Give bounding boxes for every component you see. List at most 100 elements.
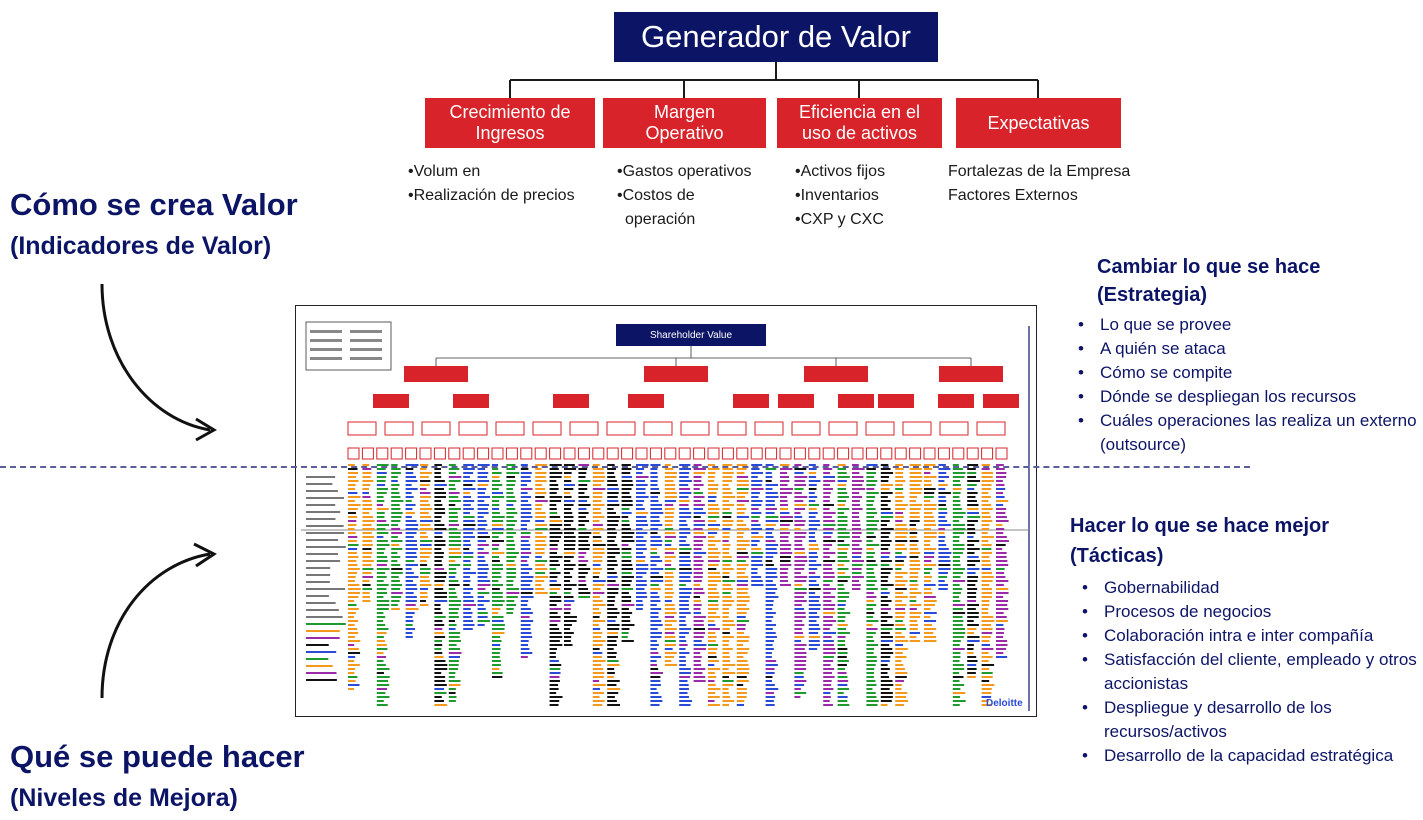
thumb-text-line — [909, 488, 923, 490]
thumb-text-line — [592, 544, 606, 546]
thumb-text-line — [765, 704, 775, 706]
thumb-text-line — [909, 608, 917, 610]
thumb-text-line — [592, 704, 603, 706]
thumb-text-line — [448, 660, 459, 662]
thumb-text-line — [837, 472, 847, 474]
thumb-text-line — [823, 696, 831, 698]
thumb-text-line — [679, 612, 691, 614]
thumb-text-line — [664, 536, 676, 538]
thumb-text-line — [650, 604, 657, 606]
thumb-text-line — [376, 572, 386, 574]
thumb-text-line — [535, 464, 547, 466]
thumb-side-line — [306, 616, 343, 618]
thumb-text-line — [549, 472, 563, 474]
thumb-text-line — [880, 692, 893, 694]
thumb-text-line — [981, 532, 988, 534]
heading-what-can-be-done: Qué se puede hacer — [10, 739, 305, 774]
thumb-text-line — [823, 580, 833, 582]
thumb-text-line — [492, 556, 500, 558]
thumb-text-line — [376, 696, 390, 698]
thumb-text-line — [506, 556, 517, 558]
thumb-text-line — [909, 472, 922, 474]
arrow-icon — [100, 283, 217, 442]
thumb-text-line — [564, 496, 572, 498]
driver-list-expectations: Fortalezas de la Empresa Factores Extern… — [948, 160, 1130, 208]
thumb-text-line — [967, 536, 974, 538]
thumb-text-line — [592, 668, 604, 670]
thumb-text-line — [549, 648, 557, 650]
thumb-text-line — [420, 544, 432, 546]
thumb-text-line — [693, 556, 702, 558]
thumb-text-line — [952, 468, 963, 470]
thumb-text-line — [981, 464, 990, 466]
thumb-text-line — [362, 548, 372, 550]
thumb-text-line — [751, 480, 763, 482]
thumb-text-line — [736, 640, 749, 642]
thumb-text-line — [492, 480, 501, 482]
thumb-text-line — [895, 652, 903, 654]
thumb-text-line — [477, 588, 486, 590]
thumb-text-line — [794, 644, 807, 646]
thumb-text-line — [391, 588, 401, 590]
thumb-text-line — [909, 580, 918, 582]
driver-node-asset: Eficiencia en el uso de activos — [777, 98, 942, 148]
thumb-text-line — [967, 580, 978, 582]
thumb-text-line — [952, 604, 966, 606]
thumb-text-line — [708, 592, 719, 594]
thumb-text-line — [492, 572, 501, 574]
thumb-text-line — [837, 684, 848, 686]
thumb-text-line — [823, 624, 833, 626]
thumb-text-line — [679, 556, 691, 558]
thumb-text-line — [794, 544, 803, 546]
thumb-text-line — [837, 540, 845, 542]
thumb-text-line — [679, 564, 691, 566]
thumb-text-line — [348, 644, 355, 646]
thumb-text-line — [506, 540, 515, 542]
thumb-text-line — [895, 564, 904, 566]
thumb-text-line — [909, 568, 921, 570]
thumb-text-line — [621, 492, 630, 494]
thumb-text-line — [736, 540, 750, 542]
thumb-text-line — [909, 484, 921, 486]
thumb-text-line — [996, 592, 1009, 594]
thumb-text-line — [981, 568, 991, 570]
thumb-text-line — [434, 500, 442, 502]
thumb-text-line — [506, 472, 520, 474]
thumb-text-line — [952, 560, 960, 562]
thumb-text-line — [808, 592, 816, 594]
thumb-text-line — [448, 572, 457, 574]
thumb-text-line — [592, 540, 602, 542]
thumb-text-line — [808, 632, 819, 634]
thumb-text-line — [823, 540, 836, 542]
thumb-text-line — [866, 504, 873, 506]
thumb-text-line — [420, 496, 431, 498]
thumb-text-line — [895, 512, 904, 514]
thumb-level4-node — [808, 447, 821, 460]
thumb-text-line — [981, 664, 995, 666]
thumb-text-line — [837, 656, 847, 658]
thumb-text-line — [391, 516, 402, 518]
thumb-text-line — [506, 512, 518, 514]
thumb-text-line — [520, 484, 528, 486]
thumb-text-line — [708, 636, 717, 638]
thumb-text-line — [578, 488, 588, 490]
thumb-text-line — [376, 700, 384, 702]
thumb-text-line — [765, 676, 773, 678]
thumb-text-line — [751, 528, 763, 530]
thumb-text-line — [808, 548, 820, 550]
thumb-text-line — [909, 576, 919, 578]
thumb-text-line — [852, 512, 859, 514]
thumb-text-line — [924, 620, 937, 622]
thumb-text-line — [362, 480, 374, 482]
thumb-text-line — [492, 500, 500, 502]
thumb-level4-node — [693, 447, 706, 460]
thumb-text-line — [477, 476, 488, 478]
thumb-text-line — [952, 696, 961, 698]
thumb-text-line — [808, 612, 818, 614]
thumb-text-line — [564, 484, 575, 486]
thumb-text-line — [348, 464, 355, 466]
thumb-text-line — [852, 544, 860, 546]
thumb-text-line — [506, 508, 516, 510]
thumb-text-line — [679, 560, 692, 562]
thumb-text-line — [463, 552, 474, 554]
